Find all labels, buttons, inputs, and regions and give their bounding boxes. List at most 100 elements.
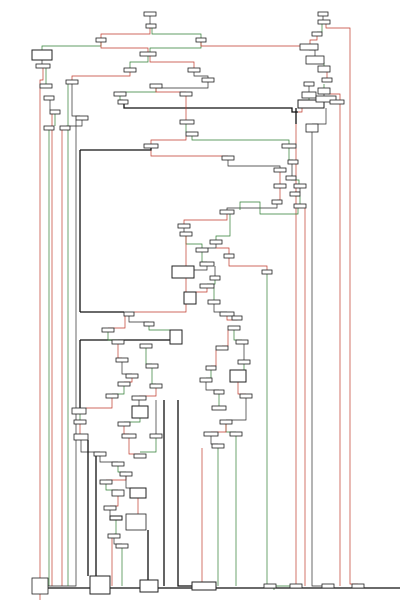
graph-edge: [215, 214, 231, 240]
graph-node: [111, 489, 125, 497]
graph-edge: [99, 456, 118, 463]
graph-node: [211, 443, 225, 449]
graph-node: [75, 115, 89, 121]
graph-node: [115, 357, 129, 363]
graph-edge: [80, 148, 152, 151]
graph-edge: [114, 520, 117, 535]
graph-node: [311, 31, 323, 37]
graph-node: [149, 383, 163, 389]
graph-edge: [123, 426, 129, 435]
graph-edge: [121, 362, 132, 375]
graph-node: [65, 79, 79, 85]
graph-node: [317, 65, 331, 73]
graph-node: [227, 325, 241, 331]
graph-edge: [150, 148, 228, 157]
graph-nodes: [31, 11, 365, 595]
graph-node: [321, 77, 333, 83]
graph-edge: [200, 42, 307, 47]
graph-node: [111, 461, 125, 467]
graph-edge: [117, 466, 126, 473]
graph-node: [35, 63, 51, 69]
graph-edge: [291, 179, 300, 184]
graph-edge: [123, 104, 298, 113]
graph-node: [131, 405, 149, 419]
graph-node: [31, 577, 49, 595]
graph-node: [145, 363, 159, 369]
graph-node: [229, 369, 247, 383]
graph-node: [95, 37, 107, 43]
graph-node: [237, 359, 251, 365]
graph-edge: [185, 236, 203, 248]
graph-node: [301, 91, 317, 99]
graph-edge: [80, 440, 100, 453]
graph-edge: [149, 56, 195, 68]
graph-edge: [155, 88, 186, 93]
graph-edge: [227, 160, 281, 168]
graph-node: [143, 11, 157, 17]
graph-node: [43, 95, 55, 101]
graph-node: [261, 269, 273, 275]
graph-node: [121, 433, 137, 439]
graph-node: [171, 265, 195, 279]
graph-node: [263, 583, 277, 589]
graph-node: [201, 77, 215, 83]
graph-node: [93, 451, 107, 457]
graph-node: [185, 131, 199, 137]
graph-node: [117, 381, 131, 387]
graph-edge: [191, 136, 290, 144]
graph-node: [43, 125, 55, 131]
graph-edge: [311, 132, 328, 587]
graph-node: [131, 395, 147, 401]
graph-edge: [124, 418, 141, 423]
graph-node: [213, 389, 225, 395]
graph-edge: [48, 120, 77, 587]
graph-node: [139, 343, 153, 349]
graph-node: [115, 543, 129, 549]
graph-node: [39, 83, 53, 89]
graph-node: [183, 291, 197, 305]
graph-edge: [110, 496, 119, 507]
graph-node: [73, 419, 87, 425]
graph-node: [239, 393, 253, 399]
graph-node: [149, 433, 163, 439]
graph-edge: [208, 244, 217, 249]
graph-edge: [213, 304, 227, 313]
graph-node: [73, 433, 89, 441]
graph-edge: [100, 28, 151, 38]
graph-node: [199, 283, 215, 289]
graph-edge: [71, 84, 80, 117]
graph-edge: [107, 332, 118, 341]
graph-edge: [128, 316, 149, 323]
graph-node: [145, 23, 157, 29]
graph-node: [179, 119, 195, 125]
graph-edge: [207, 280, 216, 285]
graph-node: [117, 421, 131, 427]
graph-edge: [225, 424, 236, 433]
graph-edge: [151, 368, 156, 385]
graph-node: [209, 239, 223, 245]
graph-edge: [71, 72, 131, 80]
graph-edge: [125, 476, 138, 489]
graph-edge: [211, 350, 217, 367]
graph-node: [299, 43, 319, 51]
graph-edge: [309, 36, 318, 44]
graph-edge: [183, 214, 228, 224]
graph-node: [179, 91, 193, 97]
graph-edge: [148, 326, 176, 331]
graph-node: [123, 67, 137, 73]
graph-edge: [277, 188, 281, 201]
graph-edge: [205, 382, 219, 391]
graph-node: [107, 533, 121, 539]
graph-node: [195, 247, 209, 253]
graph-edge: [317, 24, 323, 33]
graph-node: [203, 431, 219, 437]
graph-edge: [237, 382, 246, 395]
graph-node: [139, 51, 157, 57]
graph-edge: [288, 148, 293, 161]
graph-edge: [39, 68, 44, 600]
graph-node: [133, 453, 147, 459]
graph-edge: [155, 82, 209, 89]
graph-edge: [177, 400, 198, 587]
graph-edge: [328, 93, 341, 586]
graph-node: [89, 575, 111, 595]
